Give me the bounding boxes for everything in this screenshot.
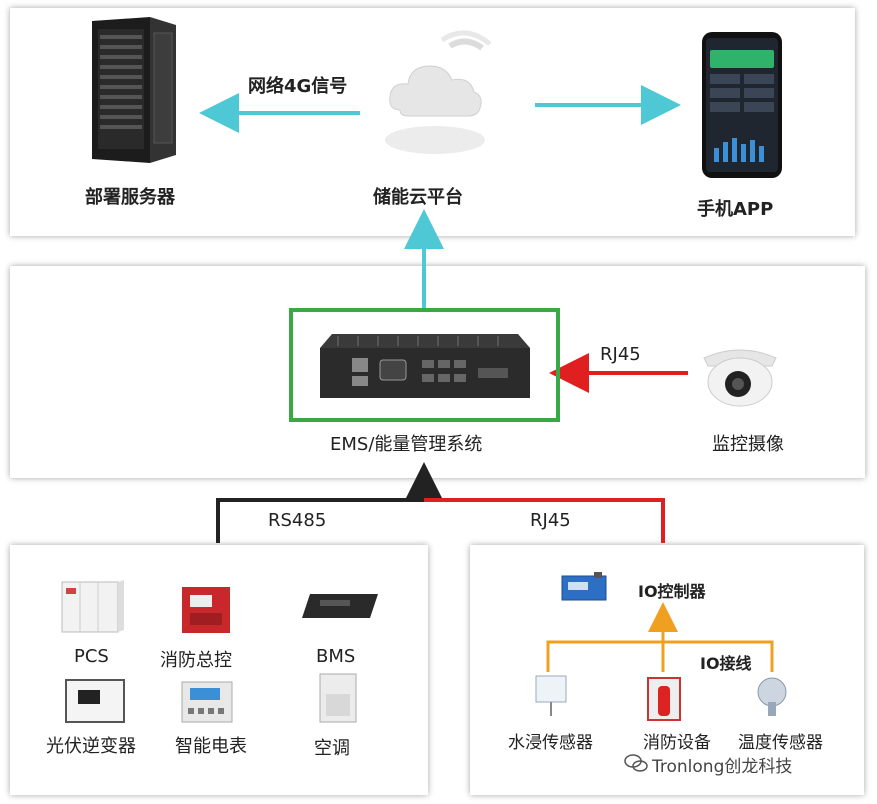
- camera-label: 监控摄像: [712, 434, 784, 455]
- air-conditioner-icon: [319, 673, 357, 723]
- pcs-cabinet-icon: [61, 580, 124, 633]
- sensor-label-fire: 消防设备: [643, 733, 711, 753]
- rs485-label: RS485: [268, 510, 327, 531]
- sensor-panel: [470, 545, 864, 795]
- io-controller-icon: [561, 572, 607, 601]
- io-wiring-label: IO接线: [700, 654, 752, 673]
- ems-highlight-box: [289, 308, 560, 422]
- io-controller-label: IO控制器: [638, 582, 706, 601]
- camera-icon: [703, 349, 777, 407]
- ems-device-icon: [320, 334, 530, 398]
- device-label-air-conditioner: 空调: [314, 738, 350, 759]
- io-wiring-line: [546, 640, 774, 672]
- bms-board-icon: [302, 594, 378, 618]
- sensor-label-temperature: 温度传感器: [738, 733, 823, 753]
- fire-control-panel-icon: [182, 587, 230, 633]
- smart-meter-icon: [181, 681, 233, 723]
- fire-equipment-icon: [647, 677, 681, 721]
- server-rack-icon: [92, 17, 176, 163]
- pv-inverter-icon: [65, 679, 125, 723]
- device-label-pv-inverter: 光伏逆变器: [46, 736, 136, 757]
- rj45-camera-label: RJ45: [600, 344, 641, 365]
- server-label: 部署服务器: [85, 187, 175, 208]
- device-label-fire-control: 消防总控: [160, 650, 232, 671]
- wechat-icon: [624, 754, 648, 772]
- rj45-label: RJ45: [530, 510, 571, 531]
- device-label-bms: BMS: [316, 646, 356, 667]
- cloud-label: 储能云平台: [373, 187, 463, 208]
- ems-label: EMS/能量管理系统: [330, 434, 483, 455]
- device-label-pcs: PCS: [74, 646, 109, 667]
- temperature-sensor-icon: [757, 677, 787, 716]
- water-sensor-icon: [535, 675, 567, 716]
- device-label-smart-meter: 智能电表: [175, 736, 247, 757]
- sensor-label-water: 水浸传感器: [508, 733, 593, 753]
- rs485-line: [216, 462, 444, 543]
- phone-label: 手机APP: [697, 199, 774, 220]
- rj45-line: [424, 498, 665, 543]
- network-label: 网络4G信号: [248, 76, 348, 97]
- phone-icon: [702, 32, 782, 178]
- watermark-text: Tronlong创龙科技: [652, 757, 793, 777]
- cloud-icon: [385, 30, 492, 154]
